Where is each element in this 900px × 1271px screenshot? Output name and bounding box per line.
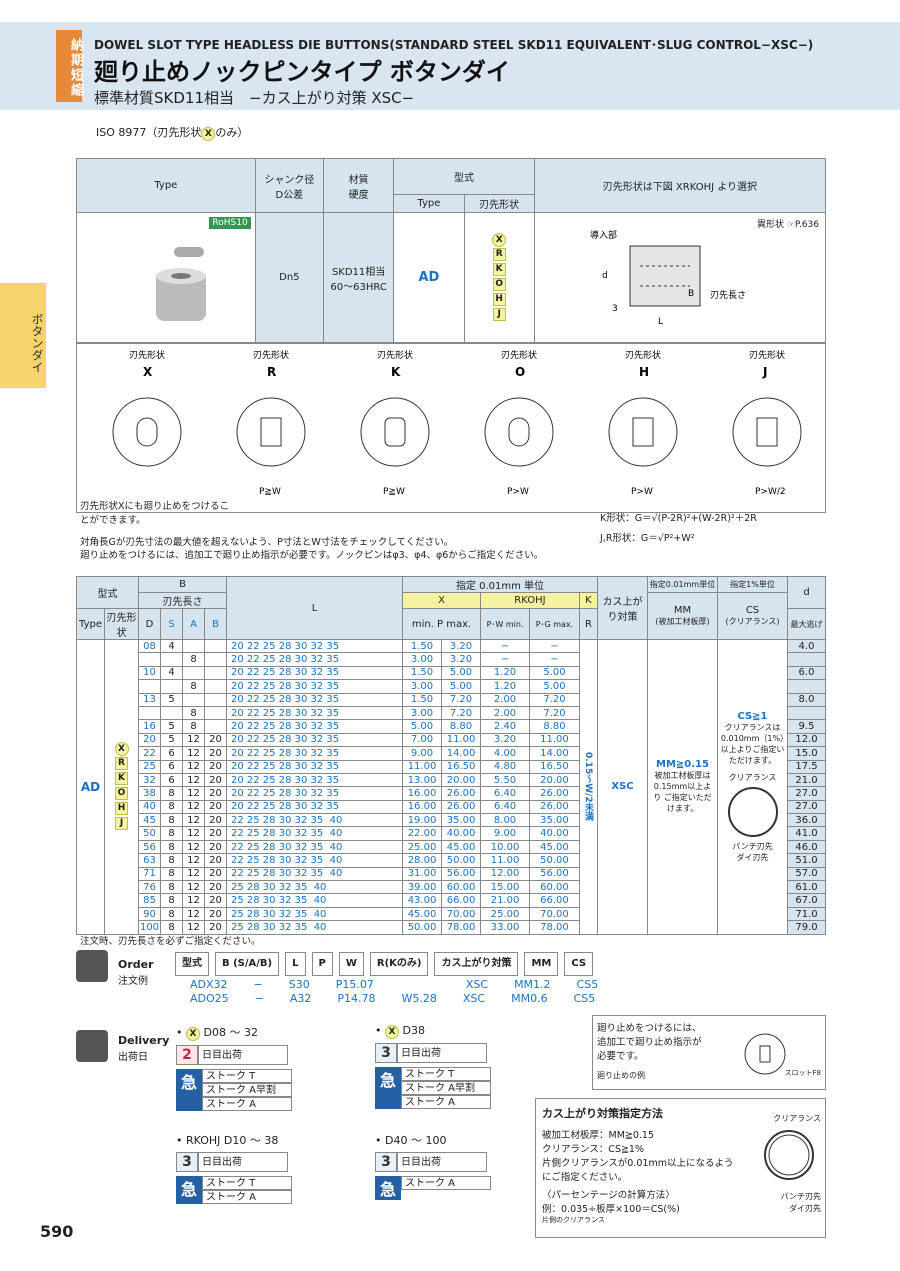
subtitle: 標準材質SKD11相当 −カス上がり対策 XSC− xyxy=(94,89,415,107)
phone-icon xyxy=(76,950,108,982)
shape-label: 刃先形状 xyxy=(501,349,537,361)
order-col-5: R(Kのみ) xyxy=(369,952,429,976)
svg-text:d: d xyxy=(602,271,608,281)
svg-text:L: L xyxy=(658,317,663,327)
shape-r-icon: R xyxy=(267,365,276,379)
header-band xyxy=(0,22,900,110)
shape-label: 刃先形状 xyxy=(625,349,661,361)
shape-k-icon: K xyxy=(391,365,401,379)
formula-jr: J,R形状：G＝√P²+W² xyxy=(600,533,695,544)
shape-label: 刃先形状 xyxy=(129,349,165,361)
hole-shape xyxy=(756,417,778,447)
shape-x-icon: X xyxy=(143,365,153,379)
shape-condition: P≧W xyxy=(383,487,405,497)
page-title: 廻り止めノックピンタイプ ボタンダイ xyxy=(94,58,510,86)
type-cell: AD xyxy=(76,639,105,935)
xsc-cell: XSC xyxy=(597,639,648,935)
rotation-note-box: 廻り止めをつけるには、追加工で廻り止め指示が必要です。 廻り止めの例 スロットF… xyxy=(592,1015,826,1090)
die-button-image xyxy=(155,247,206,321)
hole-shape xyxy=(136,417,158,447)
order-col-4: W xyxy=(338,952,364,976)
order-col-1: B (S/A/B) xyxy=(215,952,280,976)
dimension-table: 型式 B L 指定 0.01mm 単位 カス上がり対策 指定0.01mm単位 指… xyxy=(76,576,826,935)
shape-condition: P>W xyxy=(631,487,653,497)
note-x-rotation: 刃先形状Xにも廻り止めをつけることができます。 xyxy=(80,501,230,526)
shape-diagrams: 刃先形状 X 刃先形状 R P≧W 刃先形状 K P≧W 刃先形状 O P>W 刃先形状 H P>W 刃先形… xyxy=(76,343,826,513)
die-circle xyxy=(112,397,182,467)
order-col-8: CS xyxy=(564,952,594,976)
truck-icon xyxy=(76,1030,108,1062)
formula-k: K形状：G＝√(P-2R)²+(W-2R)²＋2R xyxy=(600,513,757,524)
rohs-badge: RoHS10 xyxy=(209,217,251,229)
order-label: Order xyxy=(118,958,154,971)
hole-shape xyxy=(260,417,282,447)
note-diagonal: 対角長Gが刃先寸法の最大値を超えないよう、P寸法とW寸法をチェックしてください。 xyxy=(80,537,454,548)
delivery-label: Delivery xyxy=(118,1034,170,1047)
shape-j-icon: J xyxy=(762,365,767,379)
svg-text:3: 3 xyxy=(612,304,618,314)
shape-condition: P>W/2 xyxy=(755,487,786,497)
side-tab[interactable]: ボタンダイ xyxy=(0,283,46,388)
shape-o-icon: O xyxy=(515,365,525,379)
shape-condition: P≧W xyxy=(259,487,281,497)
shape-label: 刃先形状 xyxy=(377,349,413,361)
short-delivery-tag: 納期短縮 xyxy=(56,30,83,102)
order-col-3: P xyxy=(311,952,333,976)
die-circle xyxy=(484,397,554,467)
hole-shape xyxy=(508,417,530,447)
svg-text:B: B xyxy=(688,289,694,299)
hole-shape xyxy=(384,417,406,447)
shape-label: 刃先形状 xyxy=(253,349,289,361)
svg-text:導入部: 導入部 xyxy=(590,229,617,241)
k-range: 0.15〜W/2未満 xyxy=(578,639,599,935)
shape-condition: P>W xyxy=(507,487,529,497)
shape-x-icon: X xyxy=(201,127,216,141)
english-title: DOWEL SLOT TYPE HEADLESS DIE BUTTONS(STA… xyxy=(94,38,814,52)
die-circle xyxy=(732,397,802,467)
kasu-spec-box: カス上がり対策指定方法 被加工材板厚：MM≧0.15 クリアランス：CS≧1% … xyxy=(535,1098,826,1238)
hole-shape xyxy=(632,417,654,447)
shape-h-icon: H xyxy=(639,365,649,379)
order-col-0: 型式 xyxy=(175,952,209,976)
svg-text:刃先長さ: 刃先長さ xyxy=(710,289,746,301)
die-circle xyxy=(236,397,306,467)
order-col-7: MM xyxy=(524,952,559,976)
order-col-2: L xyxy=(285,952,306,976)
note-dowel: 廻り止めをつけるには、追加工で廻り止め指示が必要です。ノックピンはφ3、φ4、φ… xyxy=(80,550,544,561)
die-circle xyxy=(608,397,678,467)
die-circle xyxy=(360,397,430,467)
shape-label: 刃先形状 xyxy=(749,349,785,361)
order-note: 注文時、刃先長さを必ずご指定ください。 xyxy=(80,936,261,947)
page-number: 590 xyxy=(40,1222,74,1241)
order-col-6: カス上がり対策 xyxy=(434,952,519,976)
